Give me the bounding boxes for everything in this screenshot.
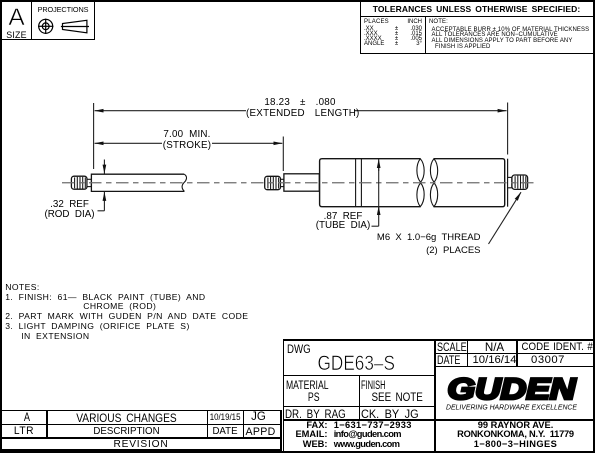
svg-text:DELIVERING HARDWARE EXCELLENCE: DELIVERING HARDWARE EXCELLENCE (446, 402, 577, 411)
svg-text:GUDEN: GUDEN (448, 373, 577, 406)
